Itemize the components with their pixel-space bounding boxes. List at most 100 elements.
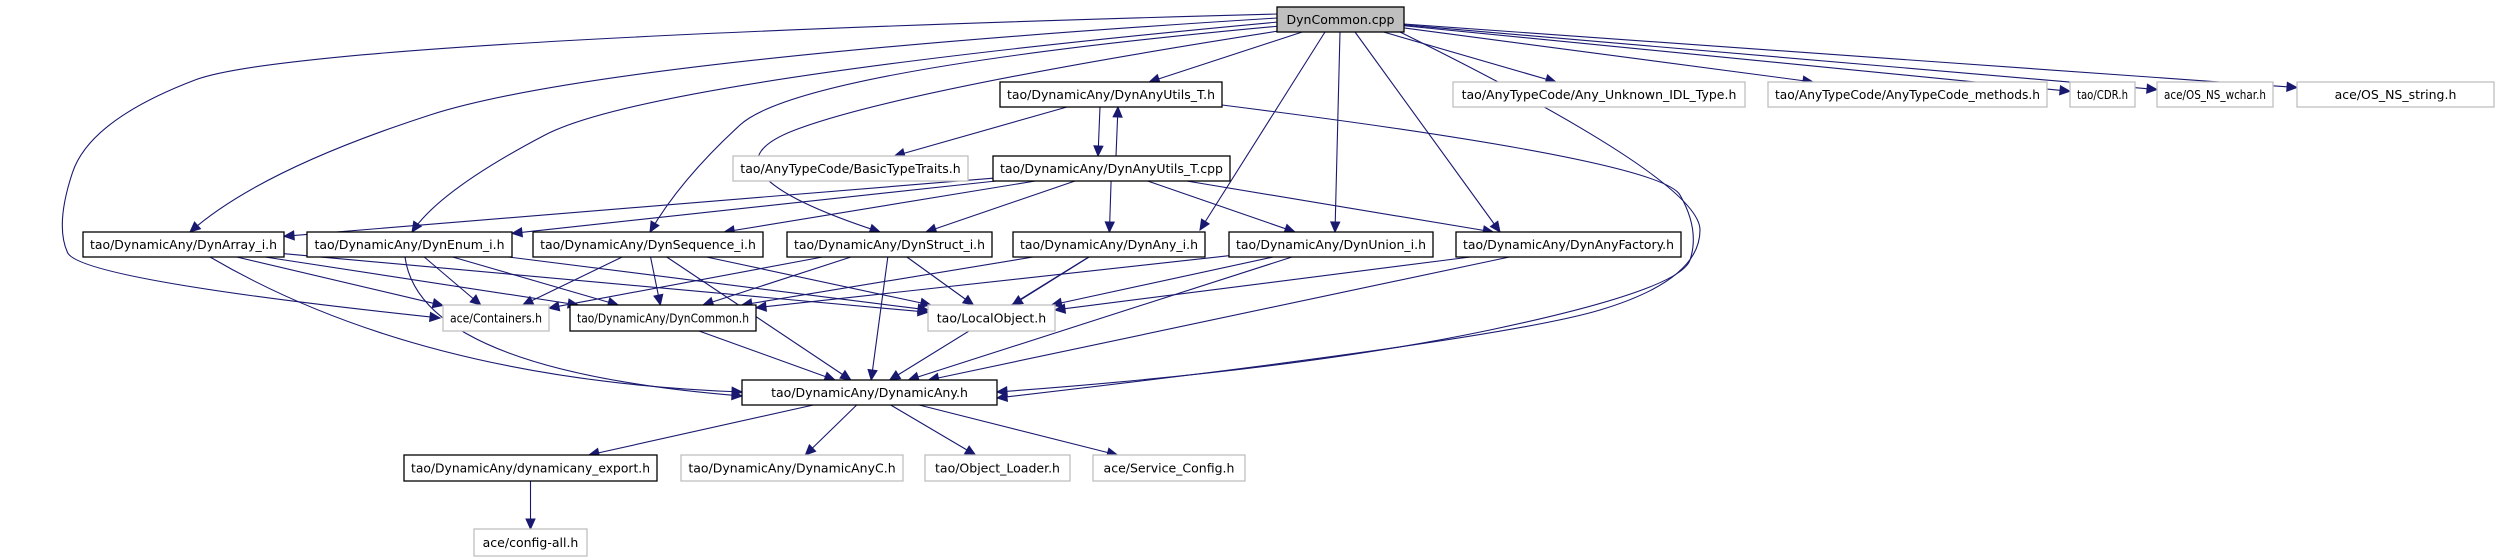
edge-struct_i-to-localobject bbox=[906, 256, 974, 306]
edge-seq_i-to-dynamicany_h-arrowhead bbox=[839, 369, 852, 381]
node-box bbox=[1455, 231, 1682, 258]
node-localobject: tao/LocalObject.h bbox=[927, 304, 1056, 332]
edge-root-to-union_i bbox=[1334, 31, 1341, 233]
edge-union_i-to-dyncommon_h-arrowhead bbox=[754, 301, 768, 312]
edge-root-to-utils_h bbox=[1149, 31, 1303, 83]
node-box bbox=[999, 81, 1223, 108]
edge-root-to-wchar-arrowhead bbox=[2146, 83, 2159, 94]
node-label: tao/DynamicAny/DynamicAny.h bbox=[771, 385, 968, 400]
node-seq-i[interactable]: tao/DynamicAny/DynSequence_i.h bbox=[532, 231, 764, 258]
edge-dynamicany_h-to-object_loader-arrowhead bbox=[963, 445, 977, 456]
node-any-i[interactable]: tao/DynamicAny/DynAny_i.h bbox=[1012, 231, 1206, 258]
node-object-loader: tao/Object_Loader.h bbox=[924, 454, 1071, 482]
node-box bbox=[569, 304, 757, 332]
node-basic-traits: tao/AnyTypeCode/BasicTypeTraits.h bbox=[732, 155, 969, 182]
node-label: tao/DynamicAny/DynAnyFactory.h bbox=[1463, 237, 1674, 252]
edge-root-to-unknown_idl bbox=[1383, 31, 1557, 83]
edge-dynamicany_h-to-export_h bbox=[588, 404, 814, 456]
node-label: tao/Object_Loader.h bbox=[935, 461, 1060, 476]
node-enum-i[interactable]: tao/DynamicAny/DynEnum_i.h bbox=[306, 231, 513, 258]
node-box bbox=[1276, 6, 1405, 33]
edge-enum_i-to-dynamicany_h bbox=[404, 256, 743, 397]
edge-seq_i-to-containers bbox=[522, 256, 623, 306]
edge-utils_cpp-to-enum_i bbox=[511, 180, 997, 234]
node-box bbox=[306, 231, 513, 258]
node-factory[interactable]: tao/DynamicAny/DynAnyFactory.h bbox=[1455, 231, 1682, 258]
node-label: tao/DynamicAny/DynSequence_i.h bbox=[540, 237, 756, 252]
node-box bbox=[741, 379, 998, 406]
edge-dynamicany_h-to-anyc_h bbox=[804, 404, 858, 456]
edge-enum_i-to-containers-arrowhead bbox=[469, 294, 482, 306]
edge-seq_i-to-localobject bbox=[706, 256, 931, 306]
node-label: tao/AnyTypeCode/Any_Unknown_IDL_Type.h bbox=[1462, 87, 1737, 102]
edge-root-to-seq_i bbox=[649, 25, 1281, 233]
node-label: tao/AnyTypeCode/AnyTypeCode_methods.h bbox=[1775, 87, 2040, 102]
node-utils-cpp[interactable]: tao/DynamicAny/DynAnyUtils_T.cpp bbox=[992, 155, 1231, 182]
edge-root-to-dynamicany_h bbox=[996, 31, 1701, 399]
node-label: ace/config-all.h bbox=[483, 535, 579, 550]
node-service-config: ace/Service_Config.h bbox=[1092, 454, 1246, 482]
node-unknown-idl: tao/AnyTypeCode/Any_Unknown_IDL_Type.h bbox=[1452, 81, 1746, 108]
edge-dyncommon_h-to-dynamicany_h bbox=[698, 330, 836, 381]
node-dynamicany-h[interactable]: tao/DynamicAny/DynamicAny.h bbox=[741, 379, 998, 406]
node-root[interactable]: DynCommon.cpp bbox=[1276, 6, 1405, 33]
node-array-i[interactable]: tao/DynamicAny/DynArray_i.h bbox=[82, 231, 285, 258]
edge-union_i-to-dyncommon_h bbox=[755, 255, 1230, 309]
edge-root-to-string bbox=[1403, 23, 2298, 89]
edge-root-to-any_i-arrowhead bbox=[1199, 218, 1211, 232]
edge-root-to-factory bbox=[1354, 31, 1501, 233]
node-label: tao/DynamicAny/dynamicany_export.h bbox=[411, 461, 650, 476]
edge-utils_cpp-to-enum_i-arrowhead bbox=[510, 227, 524, 238]
node-struct-i[interactable]: tao/DynamicAny/DynStruct_i.h bbox=[786, 231, 993, 258]
node-union-i[interactable]: tao/DynamicAny/DynUnion_i.h bbox=[1228, 231, 1434, 258]
node-export-h[interactable]: tao/DynamicAny/dynamicany_export.h bbox=[403, 454, 658, 482]
edge-seq_i-to-dyncommon_h-arrowhead bbox=[653, 293, 664, 307]
edge-export_h-to-config_all-arrowhead bbox=[525, 518, 536, 531]
node-label: tao/DynamicAny/DynAnyUtils_T.cpp bbox=[1000, 161, 1223, 176]
edge-struct_i-to-dynamicany_h bbox=[870, 256, 889, 381]
edge-root-to-enum_i-arrowhead bbox=[411, 220, 423, 234]
node-containers: ace/Containers.h bbox=[442, 304, 550, 332]
node-label: tao/DynamicAny/DynUnion_i.h bbox=[1236, 237, 1426, 252]
edge-struct_i-to-containers-arrowhead bbox=[547, 300, 561, 312]
edge-utils_h-to-dynamicany_h bbox=[996, 104, 1694, 393]
edge-utils_cpp-to-struct_i bbox=[925, 180, 1076, 233]
node-box bbox=[1092, 454, 1246, 482]
edge-utils_cpp-to-any_i-arrowhead bbox=[1104, 221, 1116, 234]
edge-any_i-to-dyncommon_h bbox=[741, 256, 1034, 306]
edge-root-to-containers-arrowhead bbox=[429, 311, 442, 323]
edge-root-to-array_i bbox=[189, 17, 1278, 233]
edge-root-to-cdr bbox=[1403, 25, 2071, 92]
node-dyncommon-h[interactable]: tao/DynamicAny/DynCommon.h bbox=[569, 304, 757, 332]
node-box bbox=[1012, 231, 1206, 258]
node-label: tao/DynamicAny/DynamicAnyC.h bbox=[688, 461, 895, 476]
edge-utils_cpp-to-factory bbox=[1186, 180, 1494, 233]
edge-struct_i-to-containers bbox=[548, 256, 823, 309]
node-box bbox=[1767, 81, 2048, 108]
node-label: ace/OS_NS_string.h bbox=[2335, 87, 2457, 102]
edge-dynamicany_h-to-object_loader bbox=[890, 404, 976, 456]
node-label: tao/DynamicAny/DynCommon.h bbox=[577, 311, 749, 326]
edge-utils_h-to-dynamicany_h-arrowhead bbox=[995, 385, 1008, 397]
node-utils-h[interactable]: tao/DynamicAny/DynAnyUtils_T.h bbox=[999, 81, 1223, 108]
edge-union_i-to-dynamicany_h bbox=[908, 256, 1293, 381]
edge-seq_i-to-dynamicany_h bbox=[666, 256, 852, 381]
node-label: ace/OS_NS_wchar.h bbox=[2164, 87, 2266, 102]
edge-enum_i-to-dyncommon_h bbox=[452, 256, 619, 306]
node-anyc-h: tao/DynamicAny/DynamicAnyC.h bbox=[680, 454, 904, 482]
node-label: tao/DynamicAny/DynAnyUtils_T.h bbox=[1007, 87, 1215, 102]
edge-root-to-string-arrowhead bbox=[2286, 81, 2299, 93]
edge-root-to-wchar bbox=[1403, 24, 2158, 91]
edge-root-to-struct_i bbox=[757, 29, 1286, 233]
edge-utils_cpp-to-seq_i bbox=[724, 180, 1036, 233]
node-config-all: ace/config-all.h bbox=[473, 528, 588, 557]
node-box bbox=[2069, 81, 2136, 108]
node-label: DynCommon.cpp bbox=[1287, 12, 1395, 27]
node-cdr: tao/CDR.h bbox=[2069, 81, 2136, 108]
edge-utils_cpp-to-utils_h-arrowhead bbox=[1112, 105, 1123, 118]
node-box bbox=[1452, 81, 1746, 108]
node-tc-methods: tao/AnyTypeCode/AnyTypeCode_methods.h bbox=[1767, 81, 2048, 108]
edge-array_i-to-dyncommon_h bbox=[264, 256, 579, 306]
edge-array_i-to-localobject bbox=[283, 253, 929, 313]
